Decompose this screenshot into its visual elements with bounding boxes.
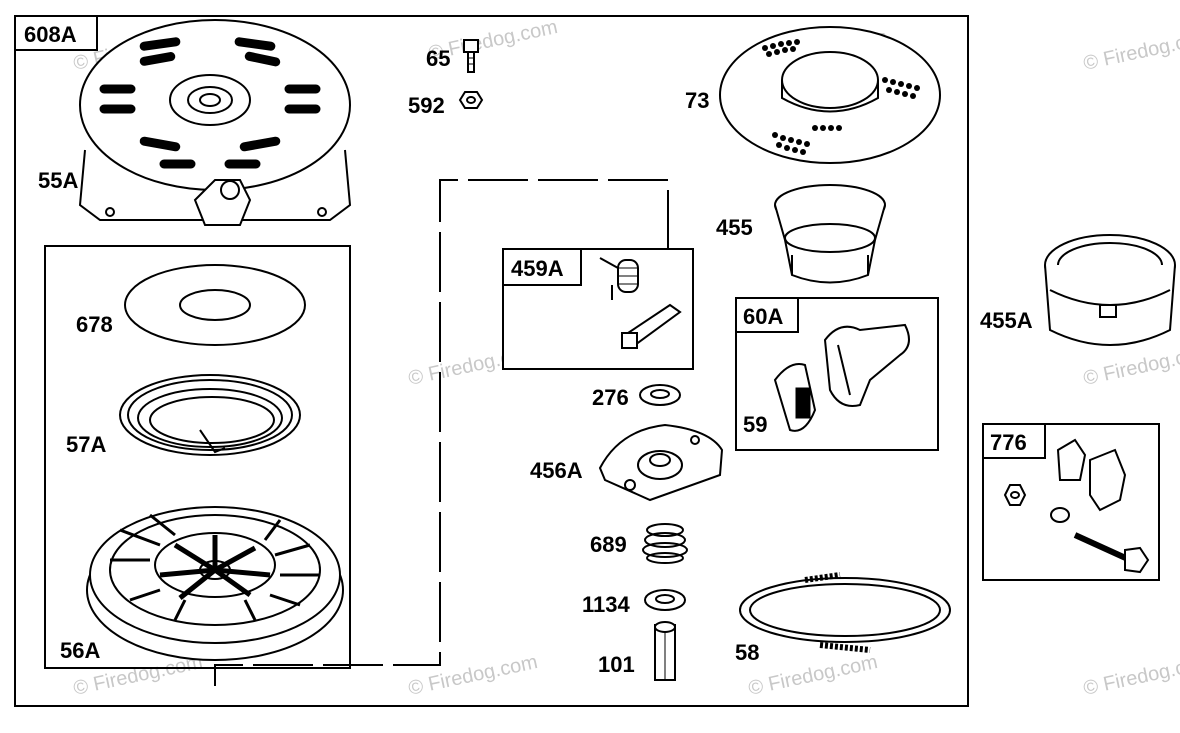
part-65-screw xyxy=(463,39,479,73)
label-455: 455 xyxy=(716,215,753,240)
part-456A-retainer xyxy=(598,423,724,502)
kit-608A-box xyxy=(14,15,98,51)
label-101: 101 xyxy=(598,652,635,677)
label-65: 65 xyxy=(426,46,450,71)
part-57A-rewind-spring xyxy=(119,374,301,456)
watermark: © Firedog.com xyxy=(1081,341,1180,390)
part-60A-handle xyxy=(773,323,910,432)
label-1134: 1134 xyxy=(582,592,630,617)
label-455A: 455A xyxy=(980,308,1033,333)
watermark: © Firedog.com xyxy=(746,651,879,700)
part-276-washer xyxy=(639,384,681,406)
label-59: 59 xyxy=(743,412,767,437)
inner-box-left xyxy=(44,245,351,669)
part-56A-pulley xyxy=(86,506,344,661)
part-101-pin xyxy=(654,621,676,681)
label-608A: 608A xyxy=(24,22,77,47)
label-776: 776 xyxy=(990,430,1027,455)
label-456A: 456A xyxy=(530,458,583,483)
label-276: 276 xyxy=(592,385,629,410)
part-455-starter-cup xyxy=(774,184,886,284)
part-1134-washer xyxy=(644,589,686,611)
label-459A: 459A xyxy=(511,256,564,281)
part-459A-spring-and-pawl xyxy=(599,257,682,349)
label-57A: 57A xyxy=(66,432,106,457)
part-58-starter-rope xyxy=(739,572,951,653)
label-58: 58 xyxy=(735,640,759,665)
label-60A: 60A xyxy=(743,304,783,329)
label-73: 73 xyxy=(685,88,709,113)
part-73-rotating-screen xyxy=(719,26,941,164)
label-678: 678 xyxy=(76,312,113,337)
label-592: 592 xyxy=(408,93,445,118)
label-56A: 56A xyxy=(60,638,100,663)
part-455A-starter-cup xyxy=(1044,234,1176,346)
label-55A: 55A xyxy=(38,168,78,193)
watermark: © Firedog.com xyxy=(406,651,539,700)
main-frame xyxy=(14,15,969,707)
watermark: © Firedog.com xyxy=(1081,651,1180,700)
watermark: © Firedog.com xyxy=(1081,26,1180,75)
part-55A-blower-housing xyxy=(78,19,352,226)
label-689: 689 xyxy=(590,532,627,557)
part-592-nut xyxy=(458,91,484,109)
part-678-washer xyxy=(124,264,306,346)
assembly-bracket-line xyxy=(214,179,669,686)
part-689-spring xyxy=(642,523,688,564)
part-776-clamp-kit xyxy=(1003,438,1150,574)
